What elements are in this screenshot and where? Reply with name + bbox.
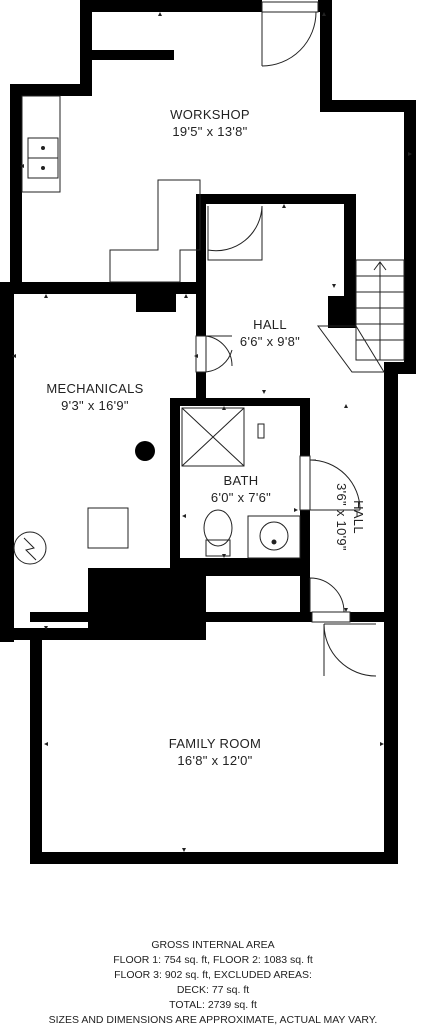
wall-workshop-step bbox=[10, 84, 92, 96]
room-label-bath: BATH 6'0" x 7'6" bbox=[196, 472, 286, 506]
electrical-panel-icon bbox=[13, 531, 47, 565]
shower-outline bbox=[181, 407, 245, 467]
wall-family-left bbox=[30, 628, 42, 864]
area-summary-disclaimer: SIZES AND DIMENSIONS ARE APPROXIMATE, AC… bbox=[48, 1014, 378, 1026]
wall-bath-left bbox=[170, 398, 180, 568]
door-hall-left-frame bbox=[195, 335, 207, 373]
wall-right-step bbox=[320, 100, 416, 112]
stairs-arrow bbox=[373, 261, 387, 360]
wall-right-top bbox=[320, 0, 332, 112]
door-bath-frame bbox=[299, 455, 311, 511]
wall-storage-block bbox=[88, 568, 206, 638]
door-storage bbox=[309, 577, 345, 613]
wall-bath-top bbox=[170, 398, 310, 406]
wall-hall-left-lower bbox=[196, 372, 206, 400]
shower-cross bbox=[181, 407, 245, 467]
wall-hall-top bbox=[196, 194, 356, 204]
wall-storage-right bbox=[300, 568, 310, 614]
wall-interior-stub bbox=[92, 50, 174, 60]
room-name-hall-2: HALL bbox=[351, 500, 366, 534]
bath-sink-basin bbox=[259, 521, 289, 551]
floor-plan bbox=[0, 0, 416, 864]
walls bbox=[0, 0, 416, 864]
mechanicals-drain bbox=[135, 441, 155, 461]
door-family-frame bbox=[311, 611, 351, 623]
area-summary-floors-1-2: FLOOR 1: 754 sq. ft, FLOOR 2: 1083 sq. f… bbox=[113, 954, 313, 966]
room-label-hall-2: HALL 3'6" x 10'9" bbox=[333, 467, 367, 567]
wall-storage-top bbox=[200, 568, 310, 576]
sink-drain-2 bbox=[41, 166, 45, 170]
wall-family-top bbox=[30, 612, 312, 622]
room-dims-hall-1: 6'6" x 9'8" bbox=[239, 334, 301, 349]
shower bbox=[181, 407, 265, 467]
wall-bath-right bbox=[300, 398, 310, 456]
wall-hall-left bbox=[196, 196, 206, 336]
fill-storage-area bbox=[206, 576, 300, 612]
wall-mech-block bbox=[136, 282, 176, 312]
room-label-family-room: FAMILY ROOM 16'8" x 12'0" bbox=[140, 735, 290, 769]
room-label-hall-1: HALL 6'6" x 9'8" bbox=[220, 316, 320, 350]
area-summary-floor-3: FLOOR 3: 902 sq. ft, EXCLUDED AREAS: bbox=[114, 969, 312, 981]
room-dims-bath: 6'0" x 7'6" bbox=[210, 490, 272, 505]
wall-mech-bottom bbox=[0, 628, 206, 640]
toilet-tank bbox=[205, 539, 231, 557]
bath-sink bbox=[247, 515, 301, 559]
door-workshop-frame bbox=[261, 1, 319, 13]
area-summary: GROSS INTERNAL AREA FLOOR 1: 754 sq. ft,… bbox=[0, 938, 426, 1028]
wall-stair-block bbox=[328, 296, 356, 328]
room-label-mechanicals: MECHANICALS 9'3" x 16'9" bbox=[30, 380, 160, 414]
room-name-family-room: FAMILY ROOM bbox=[168, 736, 262, 751]
workshop-sink bbox=[21, 95, 61, 193]
area-summary-heading: GROSS INTERNAL AREA bbox=[151, 939, 275, 951]
door-family bbox=[323, 623, 377, 677]
bath-sink-counter bbox=[247, 515, 301, 559]
wall-mech-left bbox=[0, 282, 14, 642]
room-name-mechanicals: MECHANICALS bbox=[46, 381, 144, 396]
wall-workshop-left bbox=[10, 84, 22, 294]
room-fills bbox=[92, 12, 320, 612]
area-summary-total: TOTAL: 2739 sq. ft bbox=[169, 999, 257, 1011]
wall-workshop-top bbox=[80, 0, 262, 12]
area-summary-deck: DECK: 77 sq. ft bbox=[176, 984, 250, 996]
stairs bbox=[317, 259, 405, 373]
bath-sink-drain bbox=[271, 539, 277, 545]
wall-right-outer bbox=[404, 100, 416, 372]
sink-counter bbox=[21, 95, 61, 193]
room-dims-workshop: 19'5" x 13'8" bbox=[172, 124, 248, 139]
room-name-workshop: WORKSHOP bbox=[170, 107, 250, 122]
fill-workshop-notch bbox=[92, 12, 320, 50]
wall-bath-right-lower bbox=[300, 510, 310, 568]
room-name-bath: BATH bbox=[223, 473, 259, 488]
door-hall-top bbox=[207, 205, 263, 261]
toilet bbox=[203, 509, 233, 557]
wall-bath-bottom bbox=[170, 558, 310, 568]
door-bath-right bbox=[309, 459, 361, 511]
stairs-diagonal bbox=[317, 325, 385, 373]
room-label-workshop: WORKSHOP 19'5" x 13'8" bbox=[150, 106, 270, 140]
doors bbox=[195, 1, 377, 677]
wall-workshop-left-upper bbox=[80, 0, 92, 95]
sink-basin-2 bbox=[27, 157, 59, 179]
mechanicals-tank bbox=[87, 507, 129, 549]
sink-drain-1 bbox=[41, 146, 45, 150]
room-dims-family-room: 16'8" x 12'0" bbox=[177, 753, 253, 768]
wall-stair-left bbox=[344, 194, 356, 304]
wall-family-top-right bbox=[350, 612, 398, 622]
shower-head bbox=[257, 423, 265, 439]
room-name-hall-1: HALL bbox=[253, 317, 287, 332]
wall-family-bottom bbox=[30, 852, 398, 864]
door-workshop-top bbox=[261, 11, 317, 67]
workbench bbox=[109, 179, 201, 283]
room-dims-mechanicals: 9'3" x 16'9" bbox=[61, 398, 129, 413]
room-dims-hall-2: 3'6" x 10'9" bbox=[334, 483, 349, 551]
toilet-bowl bbox=[203, 509, 233, 547]
